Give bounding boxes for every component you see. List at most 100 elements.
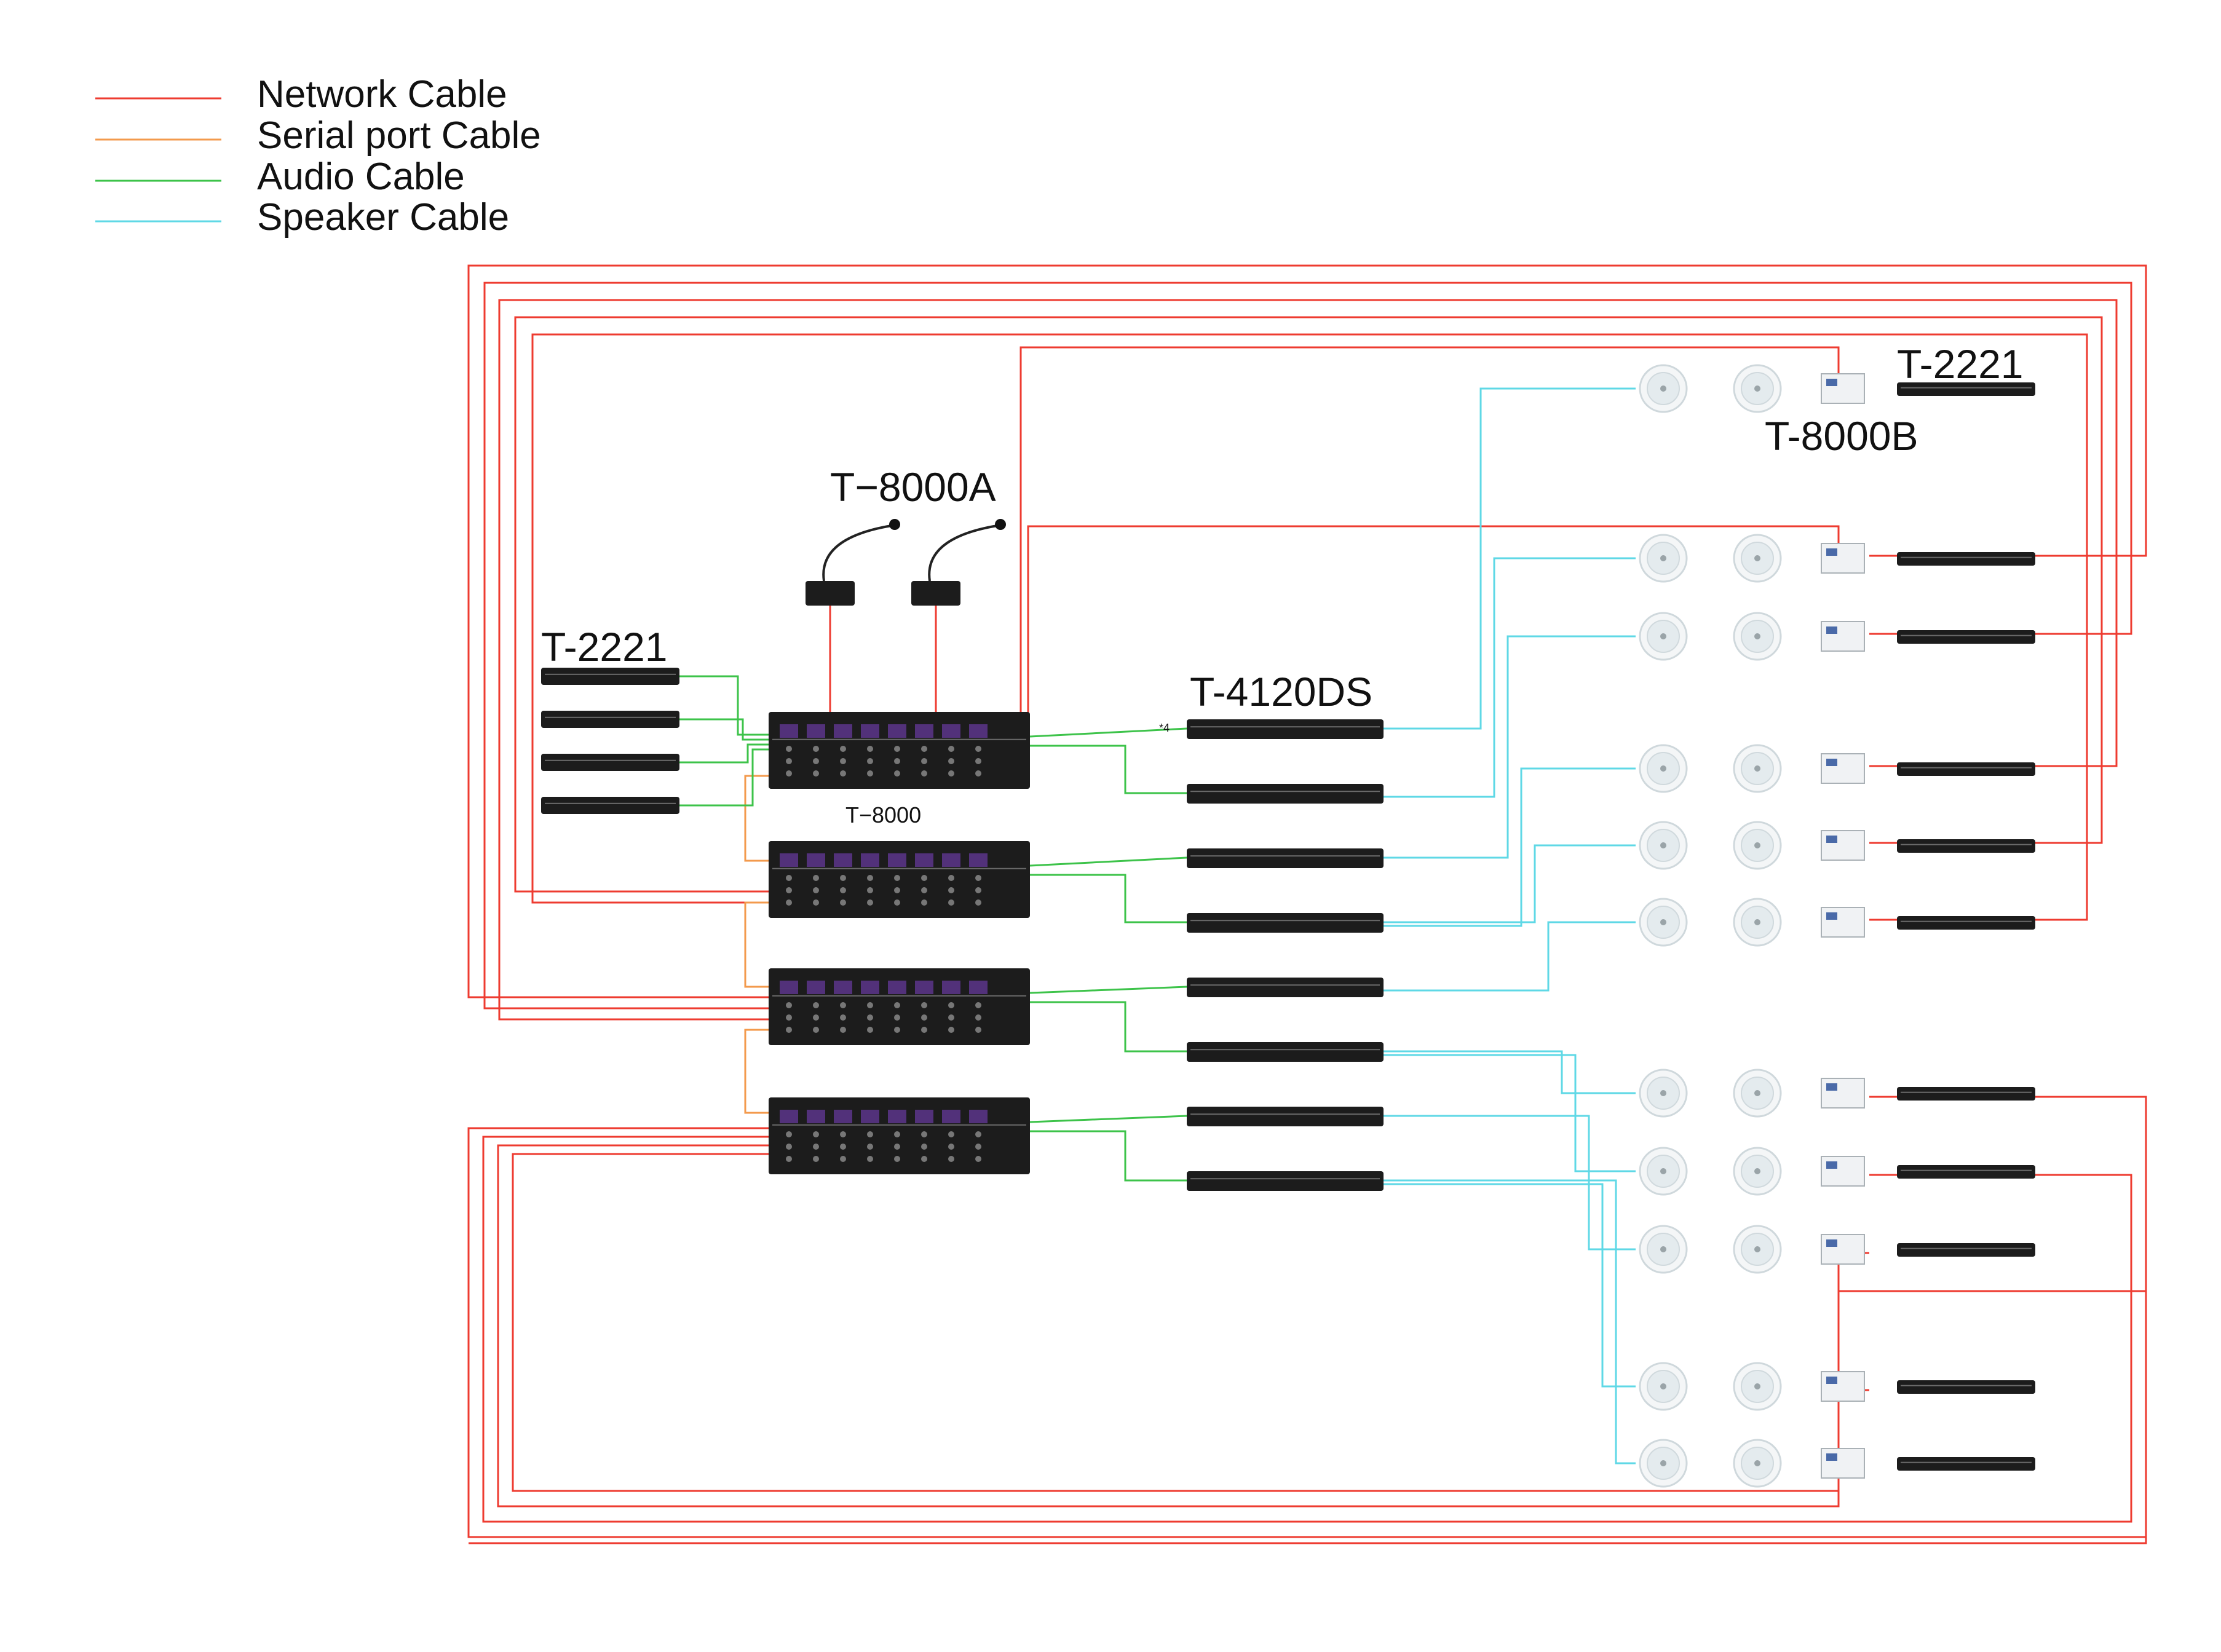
speaker-zone-3: [1384, 635, 1636, 859]
t8000-rack-3-knob-8-2: [975, 1014, 981, 1021]
t8000-rack-4-knob-8-3: [975, 1156, 981, 1162]
zone-6-speaker-2: [1733, 898, 1782, 947]
zone-2-speaker-2-center: [1754, 555, 1760, 561]
zone-8-t8000b-body: [1821, 1156, 1865, 1187]
t8000-rack-4-stripe: [772, 1124, 1026, 1126]
zone-2-t8000b-display: [1826, 548, 1837, 556]
zone-2-t2221-body: [1897, 552, 2035, 566]
network-rack1-zone2: [1027, 525, 1840, 718]
legend: Network Cable Serial port Cable Audio Ca…: [95, 73, 541, 239]
zone-9-t8000b-display: [1826, 1239, 1837, 1247]
t8000-rack-1-display-4: [861, 724, 879, 738]
zone-8-speaker-2: [1733, 1147, 1782, 1196]
zone-11-t8000b: [1821, 1448, 1865, 1479]
t4120ds-amp-6-stripe: [1190, 1049, 1380, 1051]
network-bottom-loop-2: [482, 1136, 2132, 1523]
t8000-rack-1-knob-4-3: [867, 770, 873, 777]
zone-4-t8000b: [1821, 753, 1865, 784]
network-loop-3: [498, 299, 2118, 1021]
t8000-rack-2-knob-2-1: [813, 875, 819, 881]
t8000-rack-4-knob-2-2: [813, 1144, 819, 1150]
t8000a-mic-1-gooseneck: [822, 524, 892, 582]
speaker-zone-7: [1384, 1050, 1636, 1094]
t4120ds-amp-4-body: [1187, 913, 1384, 933]
t8000-rack-3-knob-2-2: [813, 1014, 819, 1021]
zone-10-t8000b-body: [1821, 1371, 1865, 1402]
zone-7-speaker-1-center: [1660, 1090, 1666, 1096]
t8000-rack-4-knob-6-2: [921, 1144, 927, 1150]
t4120ds-amp-5-stripe: [1190, 984, 1380, 986]
zone-8-t2221-body: [1897, 1165, 2035, 1179]
t8000-rack-2-display-2: [807, 853, 825, 867]
zone-5-t2221-body: [1897, 839, 2035, 853]
t8000-rack-1-knob-5-3: [894, 770, 900, 777]
t8000-rack-4-display-1: [780, 1110, 798, 1123]
t8000-rack-4-knob-4-3: [867, 1156, 873, 1162]
t4120ds-amp-7-stripe: [1190, 1113, 1380, 1115]
zone-6-t2221: [1897, 916, 2035, 930]
zone-7-t2221: [1897, 1087, 2035, 1101]
t8000-rack-4-knob-3-2: [840, 1144, 846, 1150]
t8000-rack-3-knob-6-3: [921, 1027, 927, 1033]
speaker-zone-9: [1384, 1115, 1636, 1251]
t8000-rack-4-display-5: [888, 1110, 906, 1123]
zone-3-speaker-1-center: [1660, 633, 1666, 639]
zone-8-speaker-2-center: [1754, 1168, 1760, 1174]
t4120ds-amp-7: [1187, 1107, 1384, 1126]
t4120ds-amp-6: [1187, 1042, 1384, 1062]
label-t2221-zone: T-2221: [1897, 341, 2023, 387]
zone-5-speaker-2-center: [1754, 842, 1760, 848]
t8000-rack-3-knob-7-2: [948, 1014, 954, 1021]
t8000-rack-3-display-3: [834, 981, 852, 994]
source-t2221-3: [541, 754, 679, 771]
zone-3-t2221: [1897, 630, 2035, 644]
t4120ds-amp-4: [1187, 913, 1384, 933]
t8000-rack-3-knob-3-2: [840, 1014, 846, 1021]
t8000-rack-2-knob-6-1: [921, 875, 927, 881]
zone-8-t2221-stripe: [1901, 1169, 2032, 1171]
legend-label-audio: Audio Cable: [257, 156, 465, 198]
t8000-rack-3-knob-5-2: [894, 1014, 900, 1021]
zone-5-speaker-1-center: [1660, 842, 1666, 848]
zone-9-t8000b-body: [1821, 1234, 1865, 1265]
t8000-rack-3-knob-7-3: [948, 1027, 954, 1033]
source-t2221-3-stripe: [545, 759, 676, 761]
t8000-rack-4-knob-4-2: [867, 1144, 873, 1150]
zone-4-speaker-1: [1639, 744, 1688, 793]
t8000-rack-4-display-7: [942, 1110, 960, 1123]
t8000-rack-3-knob-7-1: [948, 1002, 954, 1008]
zone-3-t2221-stripe: [1901, 634, 2032, 636]
speaker-zone-10: [1384, 1183, 1636, 1388]
speaker-zone-4: [1384, 767, 1636, 927]
zone-1-t8000b-body: [1821, 373, 1865, 404]
t8000-rack-1-knob-6-1: [921, 746, 927, 752]
zone-2-t8000b-body: [1821, 543, 1865, 574]
t8000-rack-2-knob-7-1: [948, 875, 954, 881]
t8000a-mic-1-head: [889, 519, 900, 530]
legend-label-network: Network Cable: [257, 73, 507, 116]
t8000a-mic-1: [806, 519, 900, 606]
t8000-rack-3-knob-6-1: [921, 1002, 927, 1008]
zone-11-speaker-1-center: [1660, 1460, 1666, 1466]
t8000-rack-3-display-7: [942, 981, 960, 994]
zone-2-speaker-1-center: [1660, 555, 1666, 561]
t8000-rack-1-knob-6-2: [921, 758, 927, 764]
t8000-rack-4-knob-8-1: [975, 1131, 981, 1137]
t8000-rack-1-knob-5-2: [894, 758, 900, 764]
zone-8-speaker-1: [1639, 1147, 1688, 1196]
zone-10-speaker-2-center: [1754, 1383, 1760, 1389]
zone-2-speaker-2: [1733, 534, 1782, 583]
speaker-cables: [1384, 387, 1636, 1464]
t8000-rack-2-knob-1-2: [786, 887, 792, 893]
t4120ds-amp-3: [1187, 848, 1384, 868]
t8000-rack-1-knob-5-1: [894, 746, 900, 752]
t4120ds-amp-2-stripe: [1190, 791, 1380, 792]
devices: [541, 364, 2035, 1488]
t8000-rack-2: [769, 841, 1030, 918]
source-t2221-1: [541, 668, 679, 685]
label-t4120ds: T-4120DS: [1190, 669, 1372, 714]
zone-7-speaker-2: [1733, 1069, 1782, 1118]
t8000-rack-3-knob-4-3: [867, 1027, 873, 1033]
zone-11-t8000b-display: [1826, 1453, 1837, 1461]
t4120ds-amp-2-body: [1187, 784, 1384, 804]
